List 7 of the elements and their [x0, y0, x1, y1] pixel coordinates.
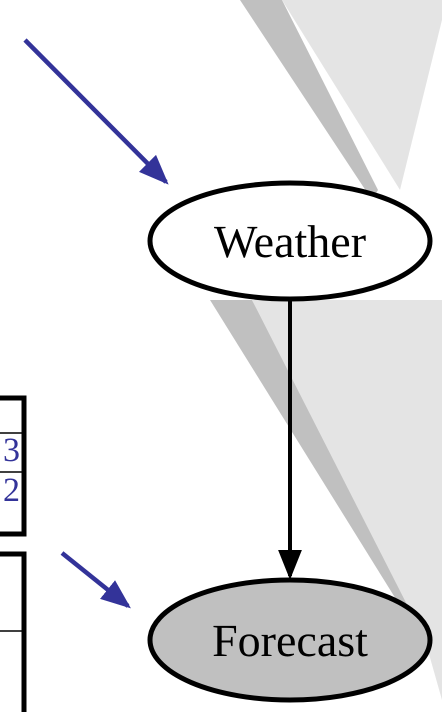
arrow — [23, 38, 169, 185]
node-label: Weather — [214, 214, 366, 268]
node-label: Forecast — [212, 614, 368, 666]
table-cell-text: 2 — [2, 474, 20, 508]
table-cell-text: 3 — [2, 434, 20, 468]
arrow — [278, 301, 302, 580]
arrow — [60, 551, 131, 608]
